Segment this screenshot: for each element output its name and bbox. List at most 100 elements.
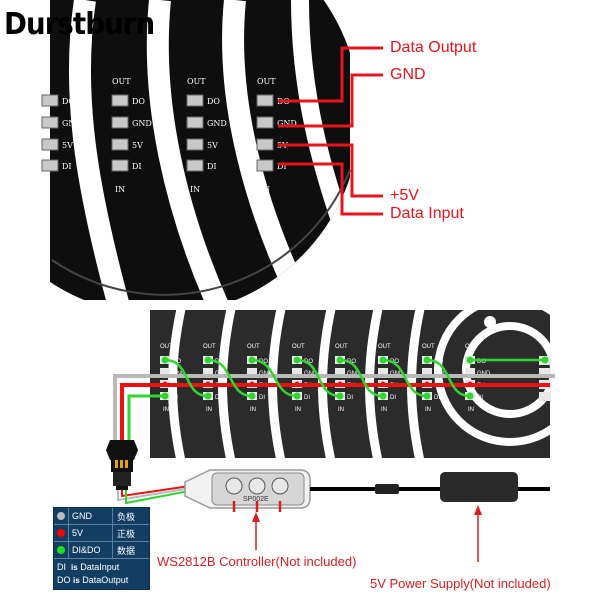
segment-pad <box>465 368 475 376</box>
segment-label-out: OUT <box>160 344 173 350</box>
pad-label-out: OUT <box>187 77 206 86</box>
data-link-wire <box>164 358 209 398</box>
pad-label: DI <box>277 162 287 171</box>
led-pad <box>186 159 204 172</box>
led-pad <box>186 138 204 151</box>
pad-label-out: OUT <box>112 77 131 86</box>
led-pad <box>111 159 129 172</box>
segment-pin-label: DI <box>215 395 221 401</box>
segment-label-in: IN <box>295 407 301 413</box>
led-pad <box>256 159 274 172</box>
segment-pin-label: DI <box>390 395 396 401</box>
legend-note-di: DI is DataInput <box>57 562 120 572</box>
pad-label: GND <box>132 119 152 128</box>
segment-pad <box>247 368 257 376</box>
pcb-gap <box>146 0 231 300</box>
led-pad <box>111 116 129 129</box>
led-pad <box>41 138 59 151</box>
led-pad <box>111 94 129 107</box>
segment-label-out: OUT <box>422 344 435 350</box>
data-link-wire <box>207 358 253 398</box>
segment-pad <box>422 368 432 376</box>
segment-label-in: IN <box>206 407 212 413</box>
led-pad <box>111 138 129 151</box>
end-segment-pin-label: GND <box>553 371 567 377</box>
segment-label-in: IN <box>425 407 431 413</box>
gnd-dot-icon <box>57 512 65 520</box>
data-link-wire <box>251 358 298 398</box>
legend-row-data: DI&DO 数据 <box>54 542 149 559</box>
led-pad <box>41 94 59 107</box>
pad-label-in: IN <box>115 185 125 194</box>
segment-pad <box>335 368 345 376</box>
controller-button-2[interactable] <box>248 477 266 495</box>
power-supply-caption: 5V Power Supply(Not included) <box>370 576 551 591</box>
segment-pin-label: DI <box>434 395 440 401</box>
data-in-dot <box>541 356 549 364</box>
pad-label: DI <box>207 162 217 171</box>
led-pad <box>41 116 59 129</box>
end-segment-pin-label: DI <box>553 359 559 365</box>
pcb-gap <box>68 0 131 300</box>
end-segment-pad <box>539 392 551 401</box>
segment-pad <box>203 368 213 376</box>
led-pad <box>256 94 274 107</box>
callout-line-5v <box>278 143 383 198</box>
segment-label-out: OUT <box>465 344 478 350</box>
segment-label-in: IN <box>468 407 474 413</box>
brand-logo: Durstburn <box>4 7 155 42</box>
pad-label: 5V <box>62 141 73 150</box>
controller: SP002E <box>184 469 440 509</box>
end-segment-pin-label: 5V <box>553 383 560 389</box>
segment-pad <box>378 368 388 376</box>
end-segment-pad <box>539 368 551 377</box>
data-link-wire <box>296 358 341 398</box>
callout-5v: +5V <box>390 187 419 204</box>
callout-data-input: Data Input <box>390 205 464 222</box>
segment-label-out: OUT <box>292 344 305 350</box>
controller-button-1[interactable] <box>225 477 243 495</box>
segment-pad <box>160 368 170 376</box>
data-dot-icon <box>57 546 65 554</box>
data-link-wire <box>339 358 384 398</box>
pad-label: GND <box>277 119 297 128</box>
legend-notes: DI is DataInput DO is DataOutput <box>54 559 149 589</box>
controller-model-label: SP002E <box>243 496 269 503</box>
pad-label: DO <box>207 97 220 106</box>
segment-pad <box>292 368 302 376</box>
data-link-wire <box>426 358 471 398</box>
led-pad <box>256 138 274 151</box>
led-pad <box>186 94 204 107</box>
segment-label-out: OUT <box>335 344 348 350</box>
callout-line-data-input <box>278 162 383 216</box>
pad-label: GND <box>62 119 82 128</box>
legend-row-gnd: GND 负极 <box>54 508 149 525</box>
callout-gnd: GND <box>390 66 426 83</box>
wiring-diagram: OUTINDOGND5VDIOUTINDOGND5VDIOUTINDOGND5V… <box>106 310 567 562</box>
pad-label: 5V <box>207 141 218 150</box>
segment-pin-label: DI <box>477 395 483 401</box>
callout-line-gnd <box>278 73 383 128</box>
segment-label-out: OUT <box>203 344 216 350</box>
segment-label-in: IN <box>338 407 344 413</box>
legend-row-5v: 5V 正极 <box>54 525 149 542</box>
controller-button-3[interactable] <box>271 477 289 495</box>
end-segment-pin-label: DO <box>553 395 562 401</box>
segment-label-in: IN <box>381 407 387 413</box>
pad-label-in: IN <box>260 185 270 194</box>
pad-label-out: OUT <box>257 77 276 86</box>
led-pad <box>256 116 274 129</box>
pad-label: DO <box>62 97 75 106</box>
gnd-wire <box>113 374 555 440</box>
controller-caption: WS2812B Controller(Not included) <box>157 554 357 569</box>
wire-legend: GND 负极 5V 正极 DI&DO 数据 DI is DataInput DO… <box>53 507 150 590</box>
pad-label: DO <box>132 97 145 106</box>
segment-pin-label: DI <box>347 395 353 401</box>
5v-wire <box>120 383 550 440</box>
callout-data-output: Data Output <box>390 39 477 56</box>
callout-line-data-output <box>278 46 383 103</box>
pad-label: 5V <box>132 141 143 150</box>
5v-dot-icon <box>57 529 65 537</box>
pad-label: DI <box>132 162 142 171</box>
top-pcb-photo: DO GND 5V DI OUT IN DO GND 5V DI OUT IN DO GND 5V DI OUT… <box>41 0 383 300</box>
